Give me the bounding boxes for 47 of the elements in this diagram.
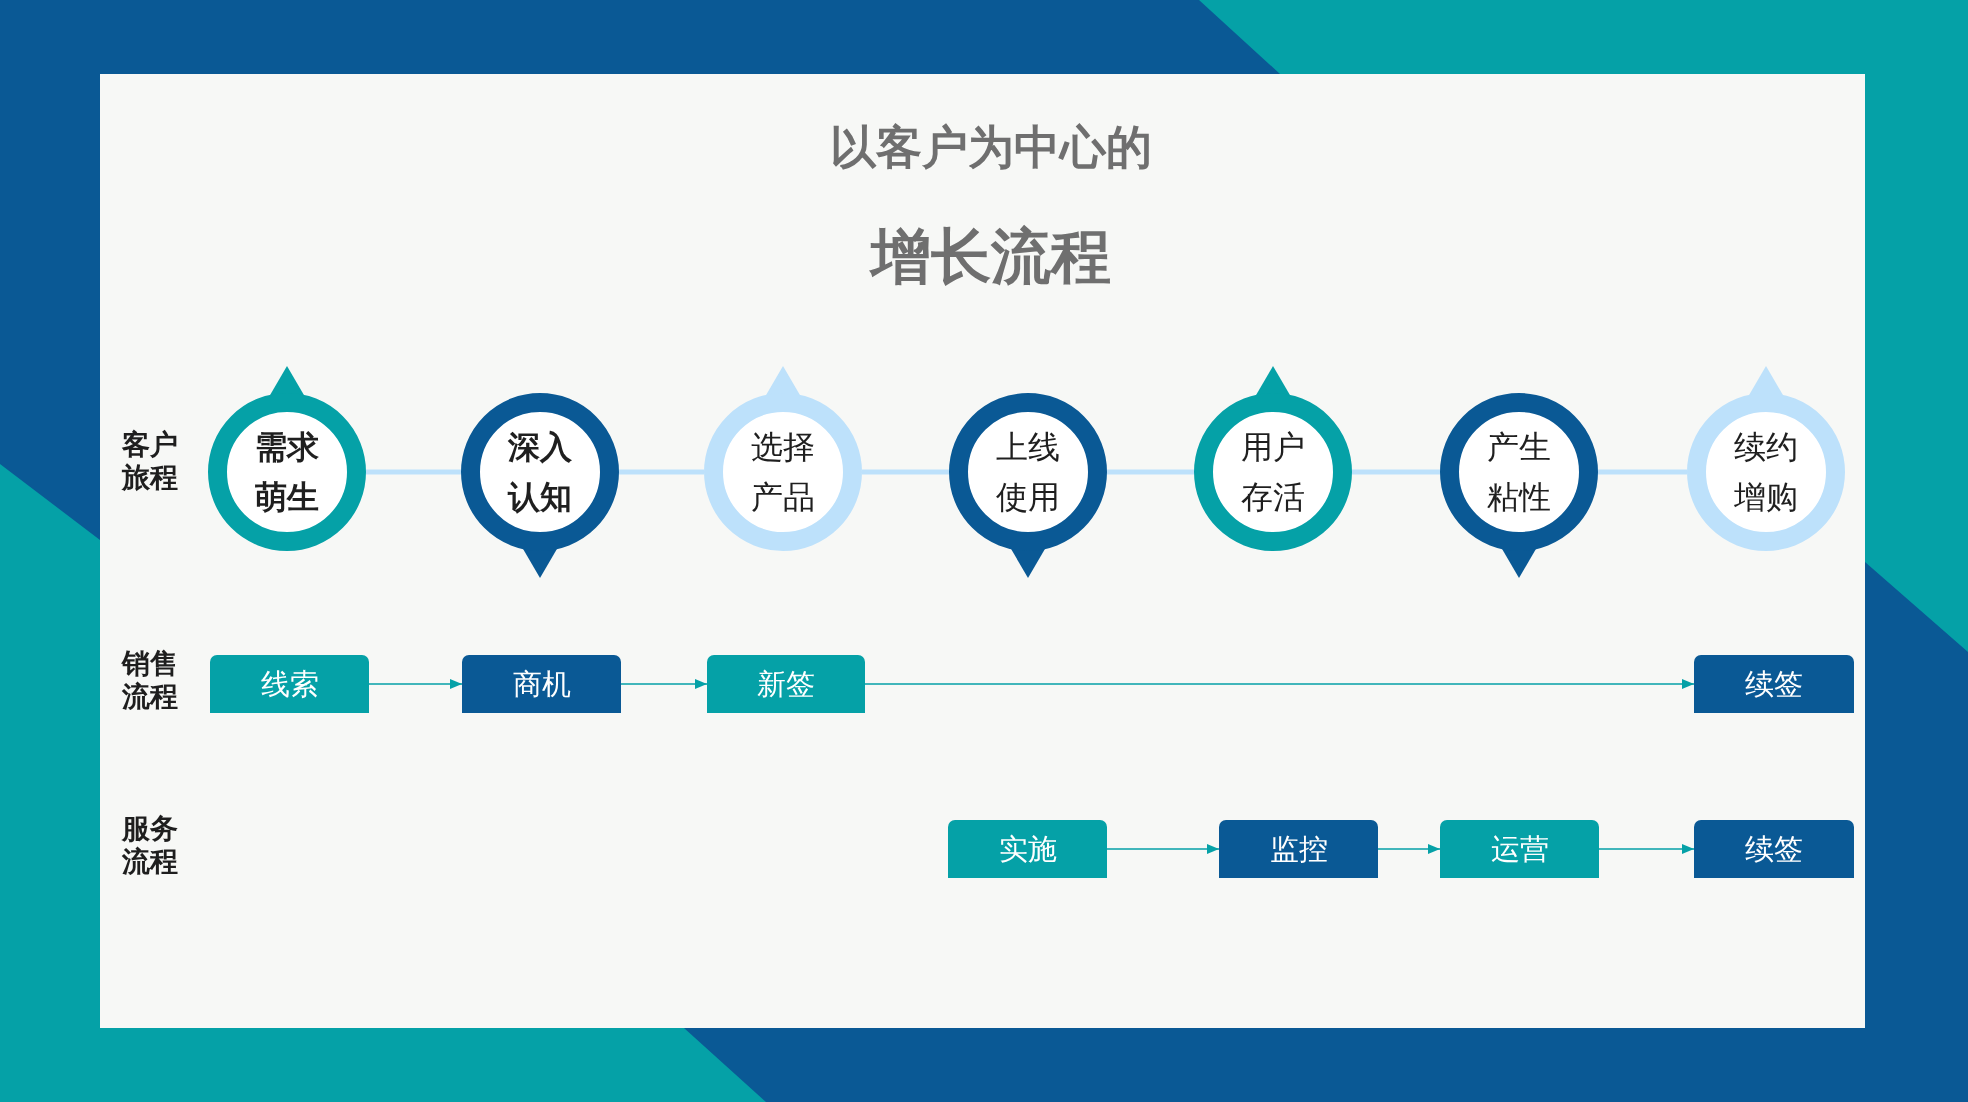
- pin-ring: [1194, 366, 1352, 551]
- pin-ring: [1440, 393, 1598, 578]
- step-label: 新签: [757, 666, 815, 702]
- connector-line: [1598, 469, 1687, 475]
- step-label: 商机: [512, 666, 571, 702]
- arrow: [1598, 844, 1695, 854]
- connector-line: [366, 469, 461, 475]
- lane-label: 服务流程: [122, 811, 179, 879]
- process-box: [1219, 820, 1378, 878]
- lane-label: 客户旅程: [122, 427, 179, 495]
- pin-ring: [208, 366, 366, 551]
- stage-label: 用户存活: [1240, 428, 1306, 517]
- arrow: [620, 679, 708, 689]
- connector-line: [862, 469, 949, 475]
- pin-ring: [949, 393, 1107, 578]
- connector-line: [1352, 469, 1440, 475]
- stage-label: 选择产品: [750, 428, 816, 517]
- pin-ring: [461, 393, 619, 578]
- stage-label: 深入认知: [507, 428, 573, 517]
- step-label: 续签: [1745, 666, 1803, 702]
- process-box: [1694, 655, 1854, 713]
- connector-line: [619, 469, 704, 475]
- step-label: 运营: [1490, 831, 1549, 867]
- process-box: [210, 655, 369, 713]
- subtitle: 以客户为中心的: [830, 120, 1152, 175]
- step-label: 续签: [1745, 831, 1803, 867]
- arrow: [1106, 844, 1220, 854]
- process-box: [1440, 820, 1599, 878]
- process-box: [707, 655, 865, 713]
- arrow: [368, 679, 463, 689]
- arrow: [864, 679, 1695, 689]
- process-box: [948, 820, 1107, 878]
- step-label: 实施: [998, 831, 1057, 867]
- step-label: 监控: [1269, 831, 1328, 867]
- pin-ring: [1687, 366, 1845, 551]
- title: 增长流程: [871, 222, 1111, 292]
- stage-label: 需求萌生: [254, 428, 320, 517]
- stage-label: 续约增购: [1733, 428, 1799, 517]
- pin-ring: [704, 366, 862, 551]
- step-label: 线索: [260, 666, 319, 702]
- lane-label: 销售流程: [122, 646, 179, 714]
- process-box: [462, 655, 621, 713]
- connector-line: [1107, 469, 1194, 475]
- arrow: [1377, 844, 1441, 854]
- stage-label: 产生粘性: [1486, 428, 1552, 517]
- process-box: [1694, 820, 1854, 878]
- stage-label: 上线使用: [995, 428, 1061, 517]
